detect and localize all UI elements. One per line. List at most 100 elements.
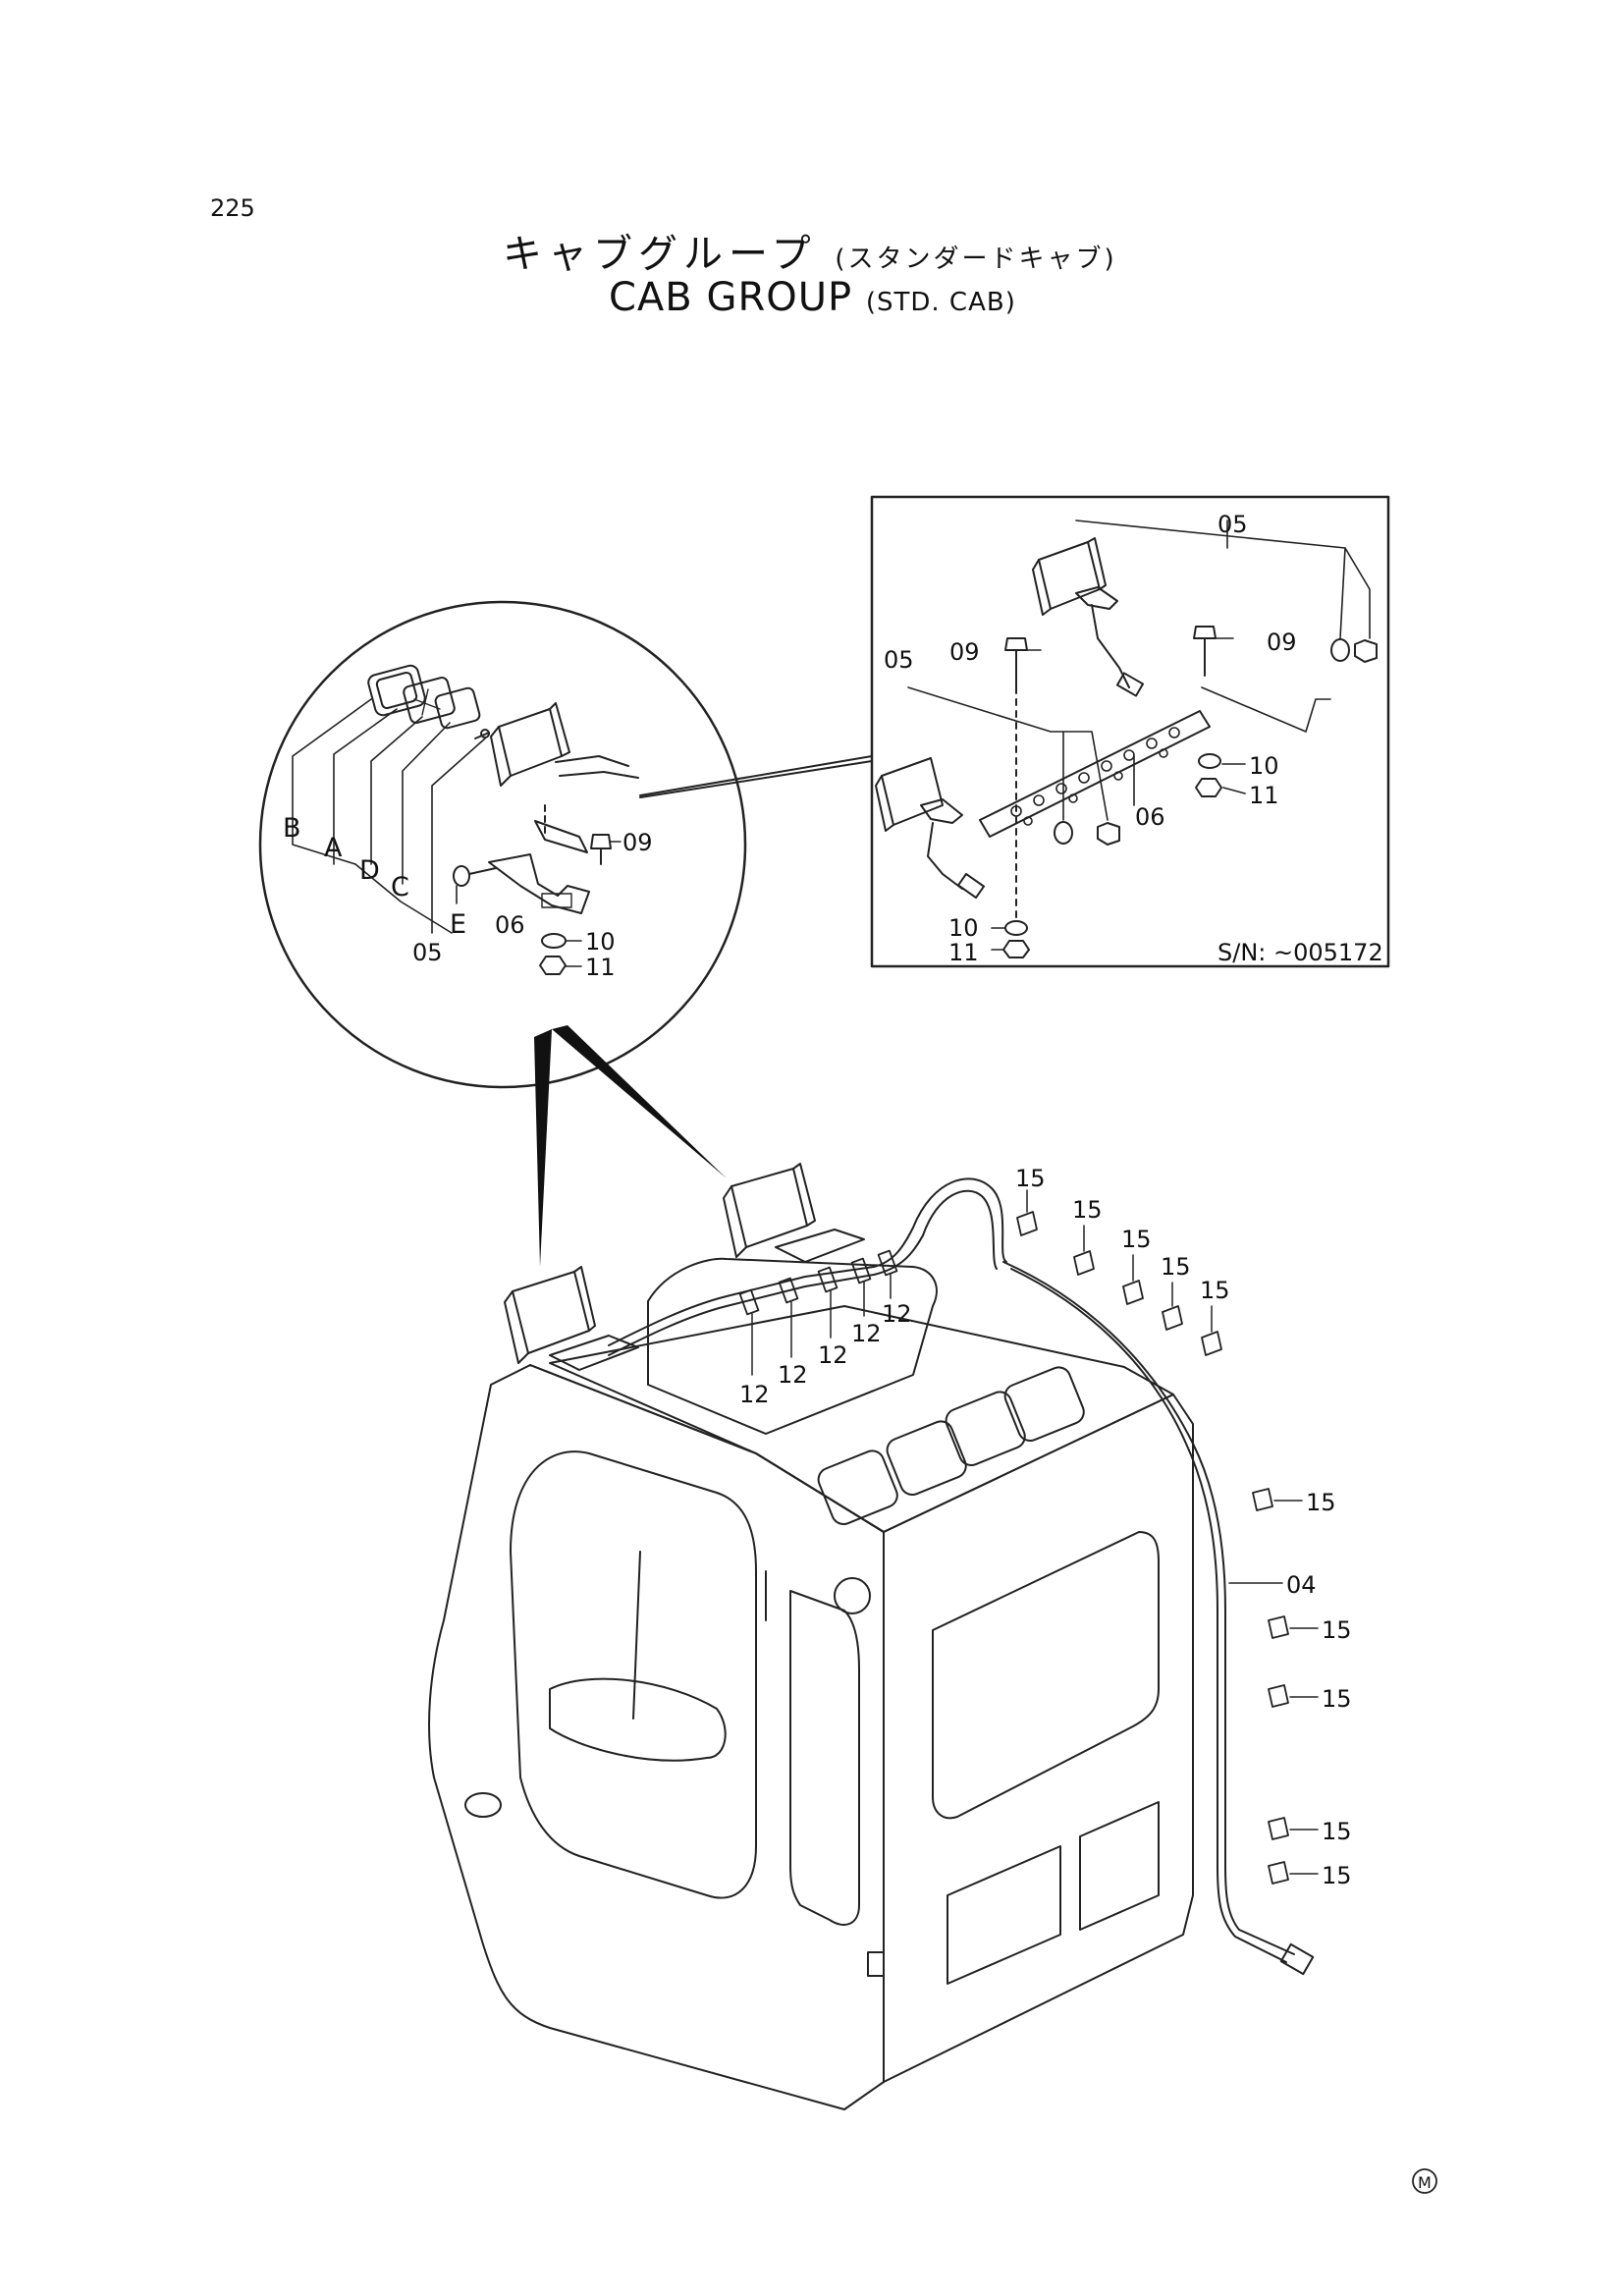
inset-bracket	[979, 710, 1211, 838]
roof-harness-upper	[608, 1177, 1007, 1346]
callout-12-c: 12	[818, 1341, 848, 1369]
cab-roof	[549, 1305, 1174, 1533]
inset-callout-11-low: 11	[948, 939, 979, 966]
inset-upper-lamp	[1032, 537, 1145, 697]
callout-04: 04	[1286, 1571, 1317, 1599]
cab-door-window	[510, 1450, 757, 1899]
inset-nut-11	[1195, 778, 1222, 797]
circle-callout-09: 09	[622, 829, 653, 856]
clips-15-side-leaders	[1228, 1500, 1319, 1875]
circle-leader-B	[292, 698, 453, 934]
cab-lower-window-right	[1079, 1801, 1160, 1931]
inset-leader-upper-05	[1075, 519, 1371, 639]
inset-frame	[870, 495, 1390, 968]
inset-callout-06: 06	[1135, 803, 1165, 831]
clips-15-side	[1252, 1488, 1289, 1885]
circle-callout-B: B	[283, 813, 301, 844]
m-mark: M	[1418, 2173, 1432, 2192]
inset-callout-05-left: 05	[884, 646, 914, 674]
inset-bracket-holes	[1010, 727, 1180, 826]
inset-callout-11: 11	[1249, 782, 1279, 809]
circle-callout-05: 05	[412, 939, 443, 966]
callout-15-top-1: 15	[1015, 1165, 1046, 1192]
circle-bolt-09	[590, 834, 612, 865]
callout-15-side-3: 15	[1322, 1685, 1352, 1713]
cab-roof-edge	[529, 1364, 885, 1533]
title-japanese-main: キャブグループ	[503, 232, 817, 277]
circle-callout-C: C	[391, 872, 409, 902]
circle-bolt-e	[453, 865, 497, 887]
cab-mirror-mount	[834, 1577, 871, 1614]
inset-callout-10: 10	[1249, 752, 1279, 780]
circle-callout-E: E	[450, 909, 466, 940]
cab-windshield	[932, 1531, 1160, 1820]
callout-12-b: 12	[778, 1361, 808, 1389]
circle-callout-11: 11	[585, 954, 616, 981]
inset-connector-upper	[639, 755, 873, 796]
circle-callout-06: 06	[495, 911, 525, 939]
cab-roof-hatch	[647, 1257, 938, 1435]
roof-harness-lower	[608, 1189, 998, 1356]
callout-12-a: 12	[739, 1381, 770, 1408]
callout-12-e: 12	[882, 1300, 912, 1328]
inset-leader-11	[1222, 787, 1246, 794]
harness-04-inner	[1010, 1268, 1287, 1963]
cab-shell-left	[428, 1364, 885, 2110]
m-mark-circle	[1412, 2168, 1437, 2194]
circle-callout-A: A	[324, 833, 343, 863]
circle-nut-11	[539, 956, 567, 975]
circle-washer-10	[541, 933, 567, 949]
inset-bolt-09-a	[1004, 637, 1028, 688]
cab-lower-window-left	[947, 1845, 1061, 1985]
inset-washer-low	[1004, 920, 1028, 936]
circle-detail: B A D C E 05 06 09 10 11	[258, 600, 747, 1089]
circle-lens-parts	[367, 664, 481, 730]
inset-callout-09-a: 09	[949, 638, 980, 666]
circle-callout-10: 10	[585, 928, 616, 956]
callout-15-top-4: 15	[1161, 1253, 1191, 1281]
title-english-sub: (STD. CAB)	[865, 288, 1016, 317]
cab-side-lamp	[464, 1792, 502, 1818]
inset-connector-lower	[639, 760, 873, 798]
pointer-wedge-right	[552, 1025, 727, 1178]
circle-lamp	[474, 702, 639, 787]
cab-roof-panels	[817, 1366, 1085, 1526]
title-japanese: キャブグループ (スタンダードキャブ)	[503, 222, 1117, 279]
cab-shell-front	[883, 1394, 1194, 2083]
cab-assembly	[428, 1257, 1194, 2110]
circle-leader-05	[431, 738, 486, 934]
callout-15-top-2: 15	[1072, 1196, 1103, 1224]
inset-left-lamp	[875, 757, 986, 900]
inset-bolt-09-b	[1193, 626, 1217, 677]
inset-nut-mid	[1097, 822, 1120, 846]
cab-door-glass-lower	[549, 1677, 727, 1762]
circle-leader-A	[333, 708, 398, 865]
clips-15-top-leaders	[1026, 1189, 1213, 1333]
inset-detail: 05 05 09 09 06 10 11 10 11 S/N: ~005172	[870, 495, 1390, 968]
inset-serial-note: S/N: ~005172	[1217, 939, 1383, 966]
roof-clamps	[738, 1249, 898, 1316]
inset-leader-left-05	[907, 686, 1109, 821]
title-japanese-sub: (スタンダードキャブ)	[835, 245, 1117, 274]
circle-bracket	[488, 820, 590, 914]
harness-04	[1002, 1261, 1295, 1955]
callout-15-top-3: 15	[1121, 1226, 1152, 1253]
title-english-main: CAB GROUP	[609, 275, 853, 320]
inset-nut-top	[1354, 639, 1378, 663]
roof-clamp-leaders	[751, 1273, 892, 1376]
inset-nut-low	[1002, 940, 1030, 958]
title-english: CAB GROUP (STD. CAB)	[609, 275, 1016, 320]
inset-washer-top	[1330, 638, 1350, 662]
cab-side-window	[789, 1590, 860, 1926]
circle-leader-D	[370, 716, 423, 865]
callout-15-side-2: 15	[1322, 1616, 1352, 1644]
callout-12-d: 12	[851, 1320, 882, 1347]
inset-washer-mid	[1054, 821, 1073, 845]
inset-callout-05-upper: 05	[1217, 511, 1248, 538]
harness-04-connector	[1279, 1942, 1315, 1976]
work-lamp-left	[504, 1266, 639, 1371]
callout-15-side-4: 15	[1322, 1818, 1352, 1845]
page-number: 225	[210, 194, 255, 222]
cab-door-pillar	[632, 1551, 641, 1720]
